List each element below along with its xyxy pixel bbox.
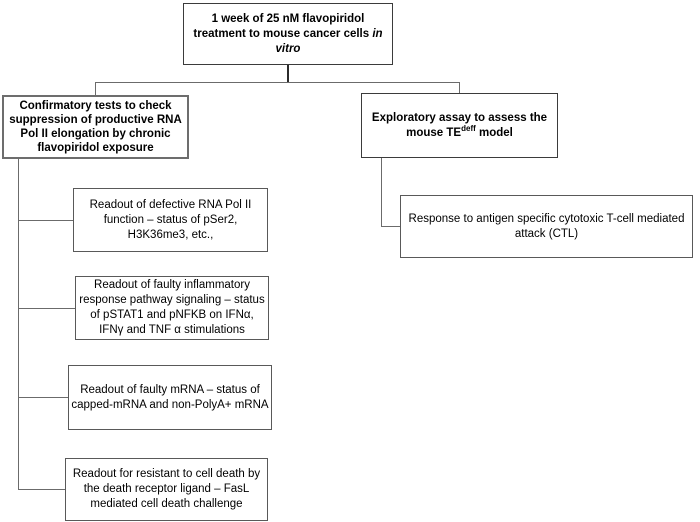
connector-ctl-stub <box>381 226 400 227</box>
connector-branch-horizontal <box>95 82 460 83</box>
exploratory-superscript: deff <box>461 123 476 133</box>
ctl-response-node: Response to antigen specific cytotoxic T… <box>400 195 693 258</box>
connector-readout3-stub <box>18 397 68 398</box>
root-node-italic-text: in vitro <box>275 27 383 55</box>
readout-text: Readout of faulty mRNA – status of cappe… <box>71 383 269 411</box>
readout-text: Readout of faulty inflammatory response … <box>79 279 265 336</box>
connector-readout4-stub <box>18 489 65 490</box>
connector-readout1-stub <box>18 220 73 221</box>
ctl-response-text: Response to antigen specific cytotoxic T… <box>408 212 685 240</box>
readout-node-mrna: Readout of faulty mRNA – status of cappe… <box>68 365 272 430</box>
connector-readout2-stub <box>18 308 75 309</box>
confirmatory-branch-node: Confirmatory tests to check suppression … <box>2 95 189 159</box>
confirmatory-branch-text: Confirmatory tests to check suppression … <box>9 100 182 154</box>
readout-text: Readout of defective RNA Pol II function… <box>89 198 252 241</box>
connector-right-branch-vertical <box>459 82 460 93</box>
root-node: 1 week of 25 nM flavopiridol treatment t… <box>183 3 393 65</box>
connector-exploratory-vertical <box>381 158 382 227</box>
exploratory-branch-node: Exploratory assay to assess the mouse TE… <box>361 93 558 158</box>
exploratory-branch-text: Exploratory assay to assess the mouse TE… <box>371 111 548 139</box>
connector-left-spine <box>18 159 19 490</box>
root-node-text: 1 week of 25 nM flavopiridol treatment t… <box>193 12 383 55</box>
readout-node-cell-death: Readout for resistant to cell death by t… <box>65 458 268 521</box>
readout-node-inflammatory: Readout of faulty inflammatory response … <box>75 276 269 340</box>
readout-node-rna-pol-ii: Readout of defective RNA Pol II function… <box>73 188 268 252</box>
connector-root-vertical <box>287 65 289 82</box>
readout-text: Readout for resistant to cell death by t… <box>72 468 261 510</box>
connector-left-branch-vertical <box>95 82 96 95</box>
